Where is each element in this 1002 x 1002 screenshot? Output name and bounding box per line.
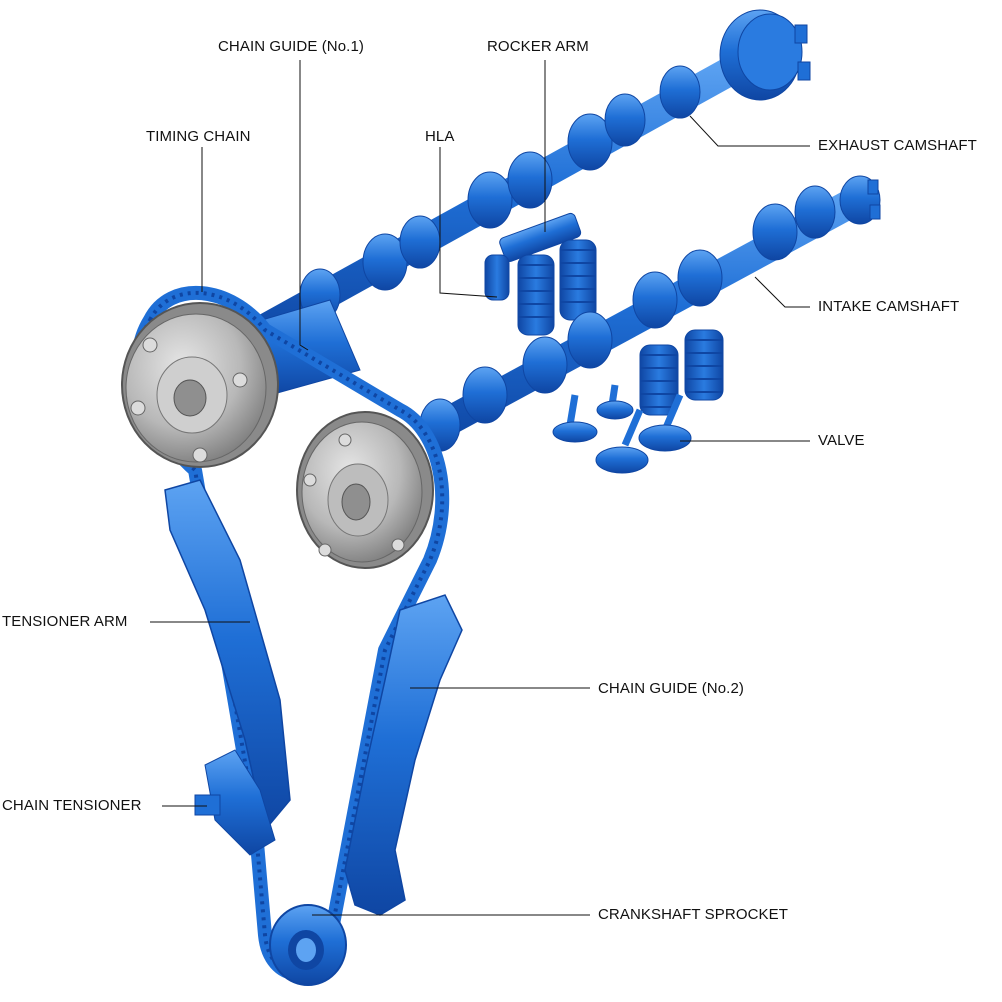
chain-tensioner (194, 749, 276, 856)
hla-part (484, 254, 510, 301)
intake-camshaft-end (839, 175, 881, 225)
leader-exhaust-camshaft (689, 115, 810, 147)
label-rocker-arm: ROCKER ARM (487, 38, 589, 55)
exhaust-cam-sprocket (121, 302, 279, 468)
label-intake-camshaft: INTAKE CAMSHAFT (818, 298, 960, 315)
exhaust-camshaft (250, 9, 811, 345)
label-tensioner-arm: TENSIONER ARM (2, 613, 128, 630)
rocker-arm-assembly (499, 212, 597, 336)
crankshaft-sprocket (269, 904, 347, 986)
label-timing-chain: TIMING CHAIN (146, 128, 251, 145)
leader-intake-camshaft (754, 276, 810, 308)
exhaust-camshaft-flange (719, 9, 811, 101)
leader-lines (150, 60, 810, 916)
label-hla: HLA (425, 128, 455, 145)
intake-camshaft (419, 175, 881, 452)
label-valve: VALVE (818, 432, 865, 449)
leader-hla (439, 147, 498, 298)
label-chain-tensioner: CHAIN TENSIONER (2, 797, 142, 814)
intake-cam-sprocket (296, 411, 434, 569)
leader-chain-guide-no1 (299, 60, 309, 351)
valve-assembly (552, 329, 724, 474)
label-chain-guide-no2: CHAIN GUIDE (No.2) (598, 680, 744, 697)
label-exhaust-camshaft: EXHAUST CAMSHAFT (818, 137, 977, 154)
tensioner-arm (164, 479, 291, 832)
label-crankshaft-sprocket: CRANKSHAFT SPROCKET (598, 906, 788, 923)
chain-guide-no2 (344, 594, 463, 916)
label-chain-guide-no1: CHAIN GUIDE (No.1) (218, 38, 364, 55)
